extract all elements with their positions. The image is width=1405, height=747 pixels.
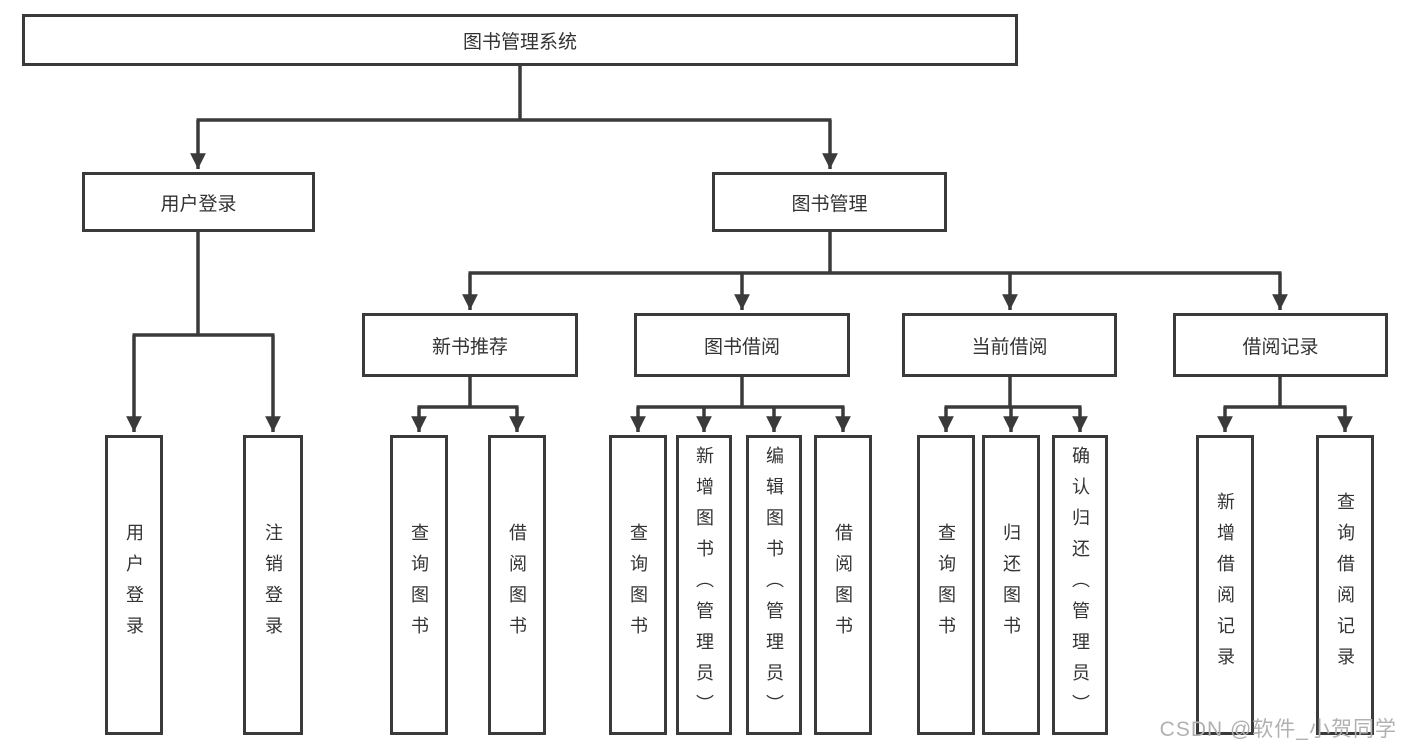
node-label: 编辑图书（管理员）: [764, 445, 784, 725]
node-borrow-record: 借阅记录: [1173, 313, 1388, 377]
node-new-book-recommend: 新书推荐: [362, 313, 578, 377]
node-label: 归还图书: [1001, 523, 1021, 647]
node-book-borrow: 图书借阅: [634, 313, 850, 377]
node-label: 注销登录: [263, 523, 283, 647]
node-label: 新增图书（管理员）: [694, 445, 714, 725]
node-label: 用户登录: [124, 523, 144, 647]
node-label: 图书借阅: [703, 336, 780, 358]
node-label: 借阅记录: [1242, 336, 1319, 358]
node-root-system: 图书管理系统: [22, 14, 1018, 66]
node-label: 查询图书: [628, 523, 648, 647]
node-label: 用户登录: [160, 193, 237, 215]
leaf-query-book-1: 查询图书: [390, 435, 448, 735]
connector-lines: [126, 66, 1353, 432]
leaf-query-borrow-record: 查询借阅记录: [1316, 435, 1374, 735]
node-user-login: 用户登录: [82, 172, 315, 232]
leaf-add-borrow-record: 新增借阅记录: [1196, 435, 1254, 735]
node-label: 查询借阅记录: [1335, 492, 1355, 678]
node-book-management: 图书管理: [712, 172, 947, 232]
csdn-watermark: CSDN @软件_小贺同学: [1159, 718, 1397, 741]
node-label: 当前借阅: [971, 336, 1048, 358]
node-label: 新书推荐: [431, 336, 508, 358]
node-current-borrow: 当前借阅: [902, 313, 1117, 377]
node-label: 借阅图书: [833, 523, 853, 647]
leaf-return-book: 归还图书: [982, 435, 1040, 735]
leaf-edit-book-admin: 编辑图书（管理员）: [746, 435, 802, 735]
node-label: 新增借阅记录: [1215, 492, 1235, 678]
node-label: 确认归还（管理员）: [1070, 445, 1090, 725]
leaf-add-book-admin: 新增图书（管理员）: [676, 435, 732, 735]
leaf-logout: 注销登录: [243, 435, 303, 735]
leaf-borrow-book-2: 借阅图书: [814, 435, 872, 735]
node-label: 查询图书: [936, 523, 956, 647]
node-label: 查询图书: [409, 523, 429, 647]
leaf-query-book-2: 查询图书: [609, 435, 667, 735]
node-label: 图书管理: [791, 193, 868, 215]
leaf-query-book-3: 查询图书: [917, 435, 975, 735]
node-label: 图书管理系统: [462, 31, 577, 53]
leaf-user-login: 用户登录: [105, 435, 163, 735]
leaf-confirm-return-admin: 确认归还（管理员）: [1052, 435, 1108, 735]
leaf-borrow-book-1: 借阅图书: [488, 435, 546, 735]
node-label: 借阅图书: [507, 523, 527, 647]
